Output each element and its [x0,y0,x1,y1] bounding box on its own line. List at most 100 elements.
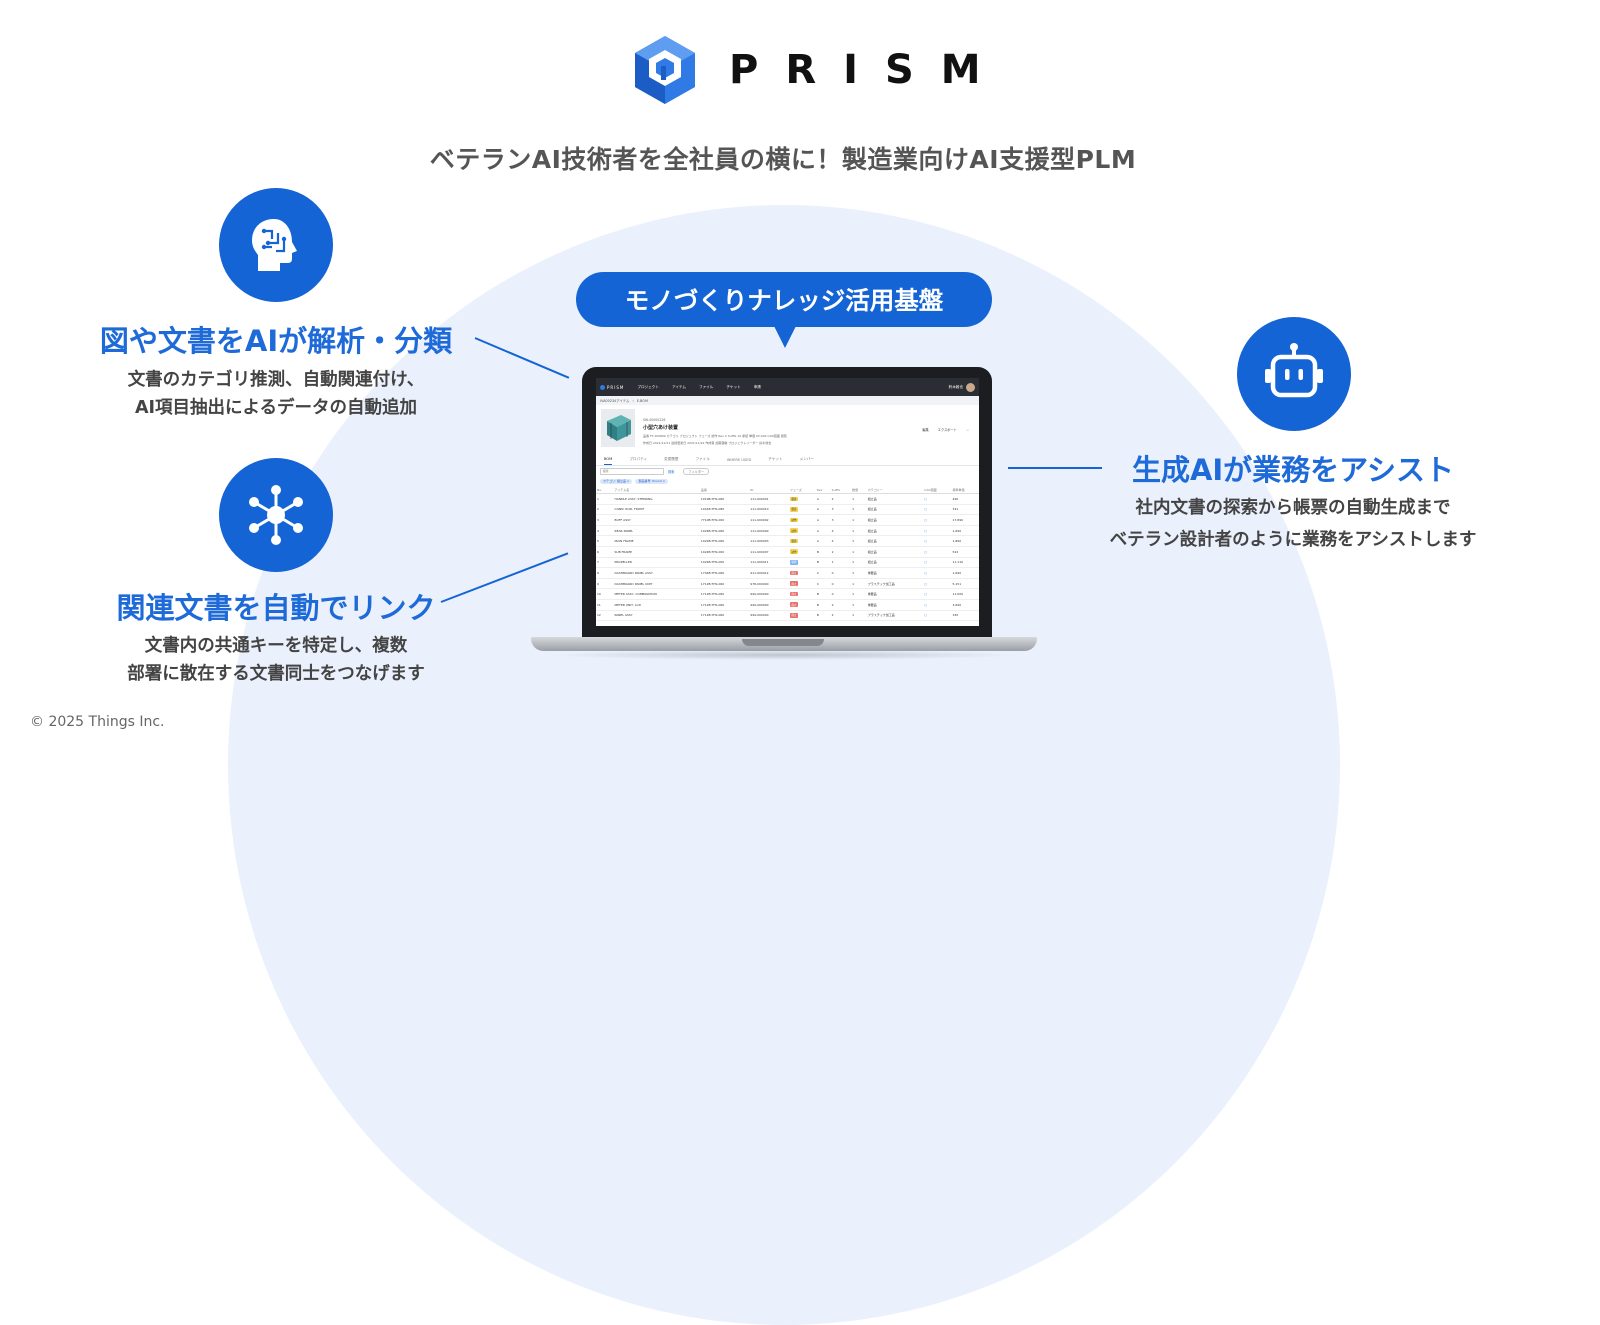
table-cell: 341 [951,504,979,516]
table-cell: 17,890 [951,514,979,526]
tab-tickets[interactable]: チケット [768,457,783,461]
more-icon[interactable]: ⋯ [965,428,969,432]
breadcrumb: IVA00234アイテム › E-BOM [596,396,979,405]
cad-link-icon[interactable]: ▢ [924,539,928,544]
user-menu[interactable]: 鈴木敦也 [949,382,975,392]
column-header[interactable]: 標準単価 [951,486,979,494]
breadcrumb-item[interactable]: IVA00234アイテム [600,399,630,403]
breadcrumb-item[interactable]: E-BOM [636,398,648,403]
column-header[interactable]: Rev [815,486,831,494]
table-cell: 重要品 [866,567,924,579]
table-cell: MAIN FRAME [613,535,700,547]
table-cell: 490 [951,493,979,505]
table-cell [609,578,614,590]
table-cell: 8 [596,567,610,579]
column-header[interactable]: ID [749,486,789,494]
cad-link-icon[interactable]: ▢ [924,549,928,554]
table-cell: 重要品 [866,599,924,611]
column-header[interactable]: アイテム名 [613,486,700,494]
table-cell: BUFF ASSY [613,514,700,526]
app-brand[interactable]: PRISM [600,384,624,390]
assist-desc-2: ベテラン設計者のように業務をアシストします [1109,530,1477,550]
table-cell: 6 [596,546,610,558]
table-cell: 1 [851,546,867,558]
column-header[interactable]: 品番 [699,486,750,494]
tab-files[interactable]: ファイル [695,457,710,461]
cad-link-icon[interactable]: ▢ [924,560,928,565]
item-code: SW-00000226 [643,418,666,422]
cad-link-icon[interactable]: ▢ [924,613,928,618]
cad-link-icon[interactable]: ▢ [924,507,928,512]
nav-files[interactable]: ファイル [698,384,714,389]
table-cell [609,557,614,569]
export-button[interactable]: エクスポート [937,428,957,432]
column-header[interactable]: カテゴリー [866,486,924,494]
tab-members[interactable]: メンバー [799,457,814,461]
table-cell: 試作 [788,525,816,537]
filter-chip[interactable]: 部品番号: Pound × [635,478,669,484]
table-cell: 組立品 [866,546,924,558]
table-cell [609,546,614,558]
column-header[interactable]: Suffix [830,486,852,494]
table-cell: 999-000000 [749,599,789,611]
phase-badge: 開発 [789,560,799,565]
cad-link-icon[interactable]: ▢ [924,602,928,607]
table-cell: REAR PANEL [613,525,700,537]
column-header[interactable]: No. [596,486,610,494]
edit-button[interactable]: 編集 [922,428,929,432]
table-cell: 重要品 [866,588,924,600]
table-cell: 5 [596,535,610,547]
nav-requests[interactable]: 申請 [753,384,761,389]
column-header[interactable]: CAD図面 [923,486,952,494]
laptop-notch [742,639,824,646]
table-cell: 組立品 [866,525,924,537]
cad-link-icon[interactable]: ▢ [924,570,928,575]
nav-projects[interactable]: プロジェクト [637,384,659,389]
tab-bom[interactable]: BOM [604,457,613,465]
cad-link-icon[interactable]: ▢ [924,592,928,597]
table-cell: B [815,588,831,600]
column-header[interactable] [609,486,614,494]
cad-link-icon[interactable]: ▢ [924,528,928,533]
cad-link-icon[interactable]: ▢ [924,496,928,501]
table-cell: 5,151 [951,578,979,590]
nav-items[interactable]: アイテム [671,384,686,389]
cad-link-icon[interactable]: ▢ [924,581,928,586]
column-header[interactable]: フェーズ [788,486,816,494]
table-cell: 試作 [788,546,816,558]
filter-button[interactable]: フィルター [683,467,710,475]
table-cell: 1024B-THS-000 [699,557,750,569]
search-button[interactable]: 検索 [668,469,675,474]
table-cell: 7710B-THS-000 [699,514,750,526]
column-header[interactable]: 数量 [851,486,867,494]
table-cell: 組立品 [866,535,924,547]
cad-link-icon[interactable]: ▢ [924,517,928,522]
search-input[interactable]: 検索 [600,467,664,475]
table-cell: 1,690 [951,567,979,579]
link-desc-2: 部署に散在する文書同士をつなげます [127,664,425,684]
tab-history[interactable]: 変更履歴 [664,457,679,461]
analysis-desc-1: 文書のカテゴリ推測、自動関連付け、 [127,370,425,390]
nav-tickets[interactable]: チケット [726,384,741,389]
filter-chip[interactable]: カテゴリ: 組立品 × [600,478,633,484]
tab-properties[interactable]: プロパティ [629,457,648,461]
table-cell: 量産 [788,504,816,516]
table-cell: 1 [851,567,867,579]
table-cell: 12 [596,610,610,622]
table-cell: 廃止 [788,567,816,579]
phase-badge: 量産 [789,507,799,512]
tab-where-used[interactable]: WHERE USED [726,458,752,462]
table-cell: 111-000002 [749,514,789,526]
